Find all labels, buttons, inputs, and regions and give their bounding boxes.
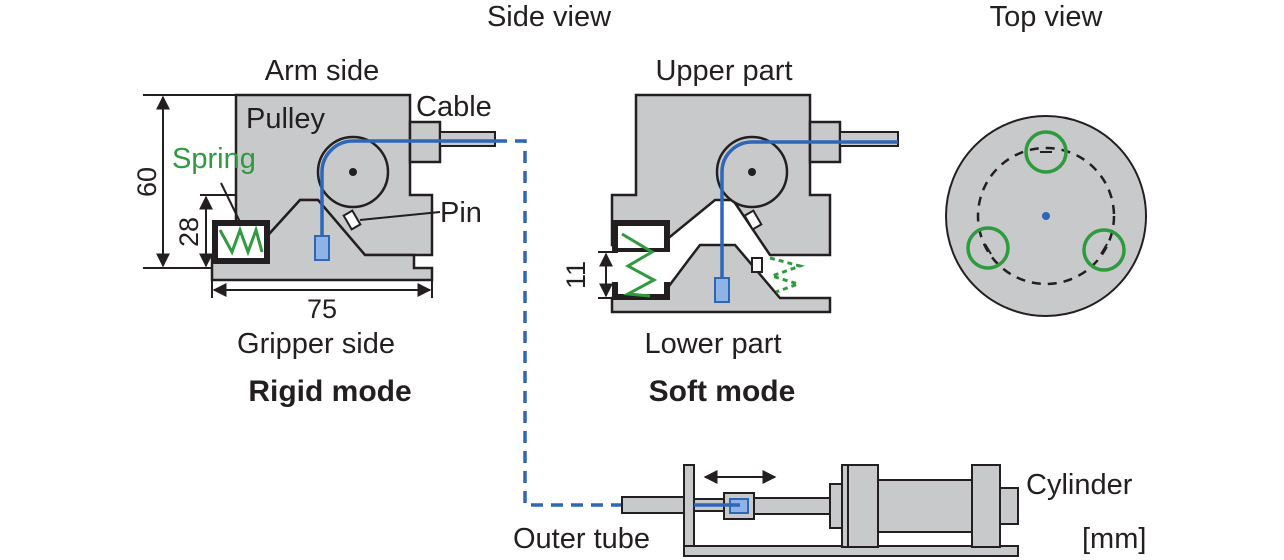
soft-pin-spring-dashed — [767, 256, 806, 294]
top-view-pitch-circle — [976, 146, 1116, 286]
rigid-pulley-axle — [349, 168, 357, 176]
gripper-side-label: Gripper side — [237, 328, 395, 360]
pulley-label: Pulley — [246, 103, 325, 135]
soft-pin — [743, 209, 763, 231]
top-view-assembly — [945, 115, 1147, 317]
cylinder-rear-cap — [971, 464, 1001, 548]
top-view-label: Top view — [990, 1, 1104, 33]
dimension-60-label: 60 — [132, 167, 162, 197]
dimension-28-label: 28 — [174, 217, 204, 247]
rigid-spring — [218, 225, 264, 257]
rigid-pin — [342, 209, 362, 231]
soft-cable-sleeve — [839, 131, 899, 147]
top-view-spring-2 — [966, 226, 1010, 270]
top-view-center — [1042, 212, 1050, 220]
cylinder-label: Cylinder — [1026, 469, 1133, 501]
soft-mode-label: Soft mode — [649, 375, 796, 408]
dimension-75-label: 75 — [307, 294, 337, 324]
dimension-11-label: 11 — [561, 261, 591, 289]
cylinder-assembly — [621, 464, 1019, 557]
rigid-mode-assembly — [143, 93, 496, 298]
cylinder-rod — [753, 497, 831, 515]
top-view-spring-3 — [1082, 228, 1126, 272]
cylinder-barrel — [877, 479, 973, 533]
cable-label: Cable — [416, 91, 492, 123]
rigid-mode-label: Rigid mode — [248, 375, 411, 408]
rigid-cable — [320, 139, 495, 245]
spring-label: Spring — [172, 143, 256, 175]
unit-label: [mm] — [1082, 523, 1146, 555]
outer-tube-label: Outer tube — [513, 523, 650, 555]
soft-cable — [720, 140, 898, 285]
outer-tube — [621, 496, 685, 514]
rigid-cable-end — [314, 235, 330, 261]
soft-mode-assembly — [598, 93, 899, 314]
cylinder-bracket-left — [683, 464, 695, 556]
pin-label: Pin — [440, 197, 482, 229]
upper-part-label: Upper part — [655, 55, 792, 87]
arm-side-label: Arm side — [265, 55, 379, 87]
side-view-label: Side view — [487, 1, 612, 33]
soft-cable-end — [714, 277, 730, 303]
soft-spring — [621, 232, 658, 298]
cable-route-dashed — [495, 139, 622, 507]
top-view-spring-1 — [1024, 130, 1068, 174]
rigid-cable-sleeve — [439, 131, 496, 147]
lower-part-label: Lower part — [644, 328, 781, 360]
